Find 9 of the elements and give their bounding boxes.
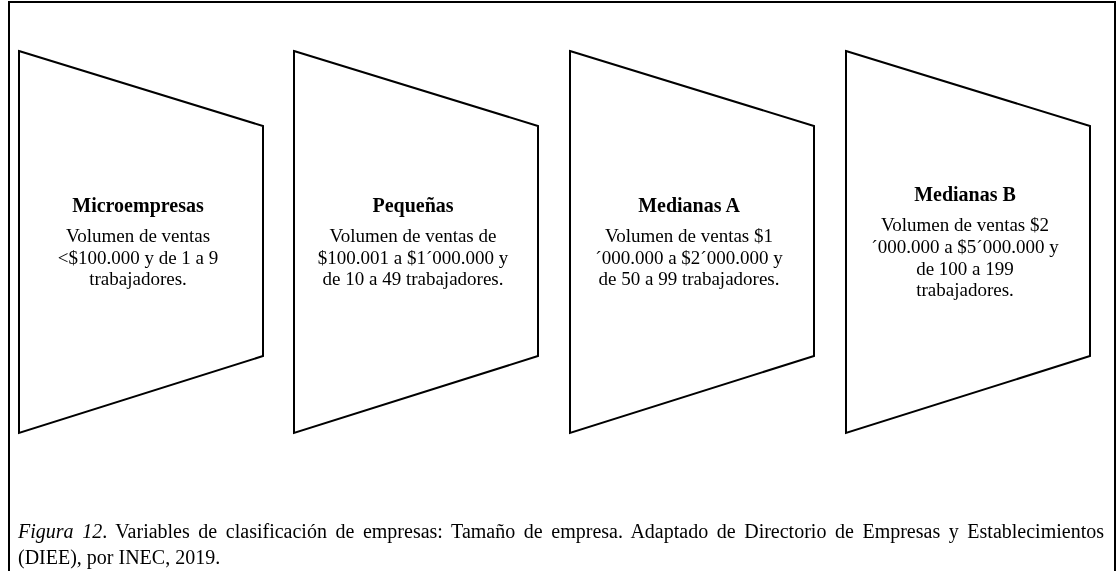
node-heading: Microempresas xyxy=(72,193,204,217)
node-text: Volumen de ventas de $100.001 a $1´000.000 y de 10 a 49 trabajadores. xyxy=(316,224,510,291)
node-text: Volumen de ventas <$100.000 y de 1 a 9 trabajadores. xyxy=(56,224,220,291)
node-text: Volumen de ventas $2´000.000 a $5´000.000 y de 100 a 199 trabajadores. xyxy=(870,213,1060,302)
node-heading: Medianas B xyxy=(914,182,1016,206)
node-heading: Pequeñas xyxy=(372,193,454,217)
node-text: Volumen de ventas $1´000.000 a $2´000.000 y de 50 a 99 trabajadores. xyxy=(594,224,784,291)
figure-caption: Figura 12. Variables de clasificación de empresas: Tamaño de empresa. Adaptado de Directorio de Empresas y Establecimientos (DIEE), por INEC, 2019. xyxy=(18,519,1104,570)
node-heading: Medianas A xyxy=(638,193,740,217)
